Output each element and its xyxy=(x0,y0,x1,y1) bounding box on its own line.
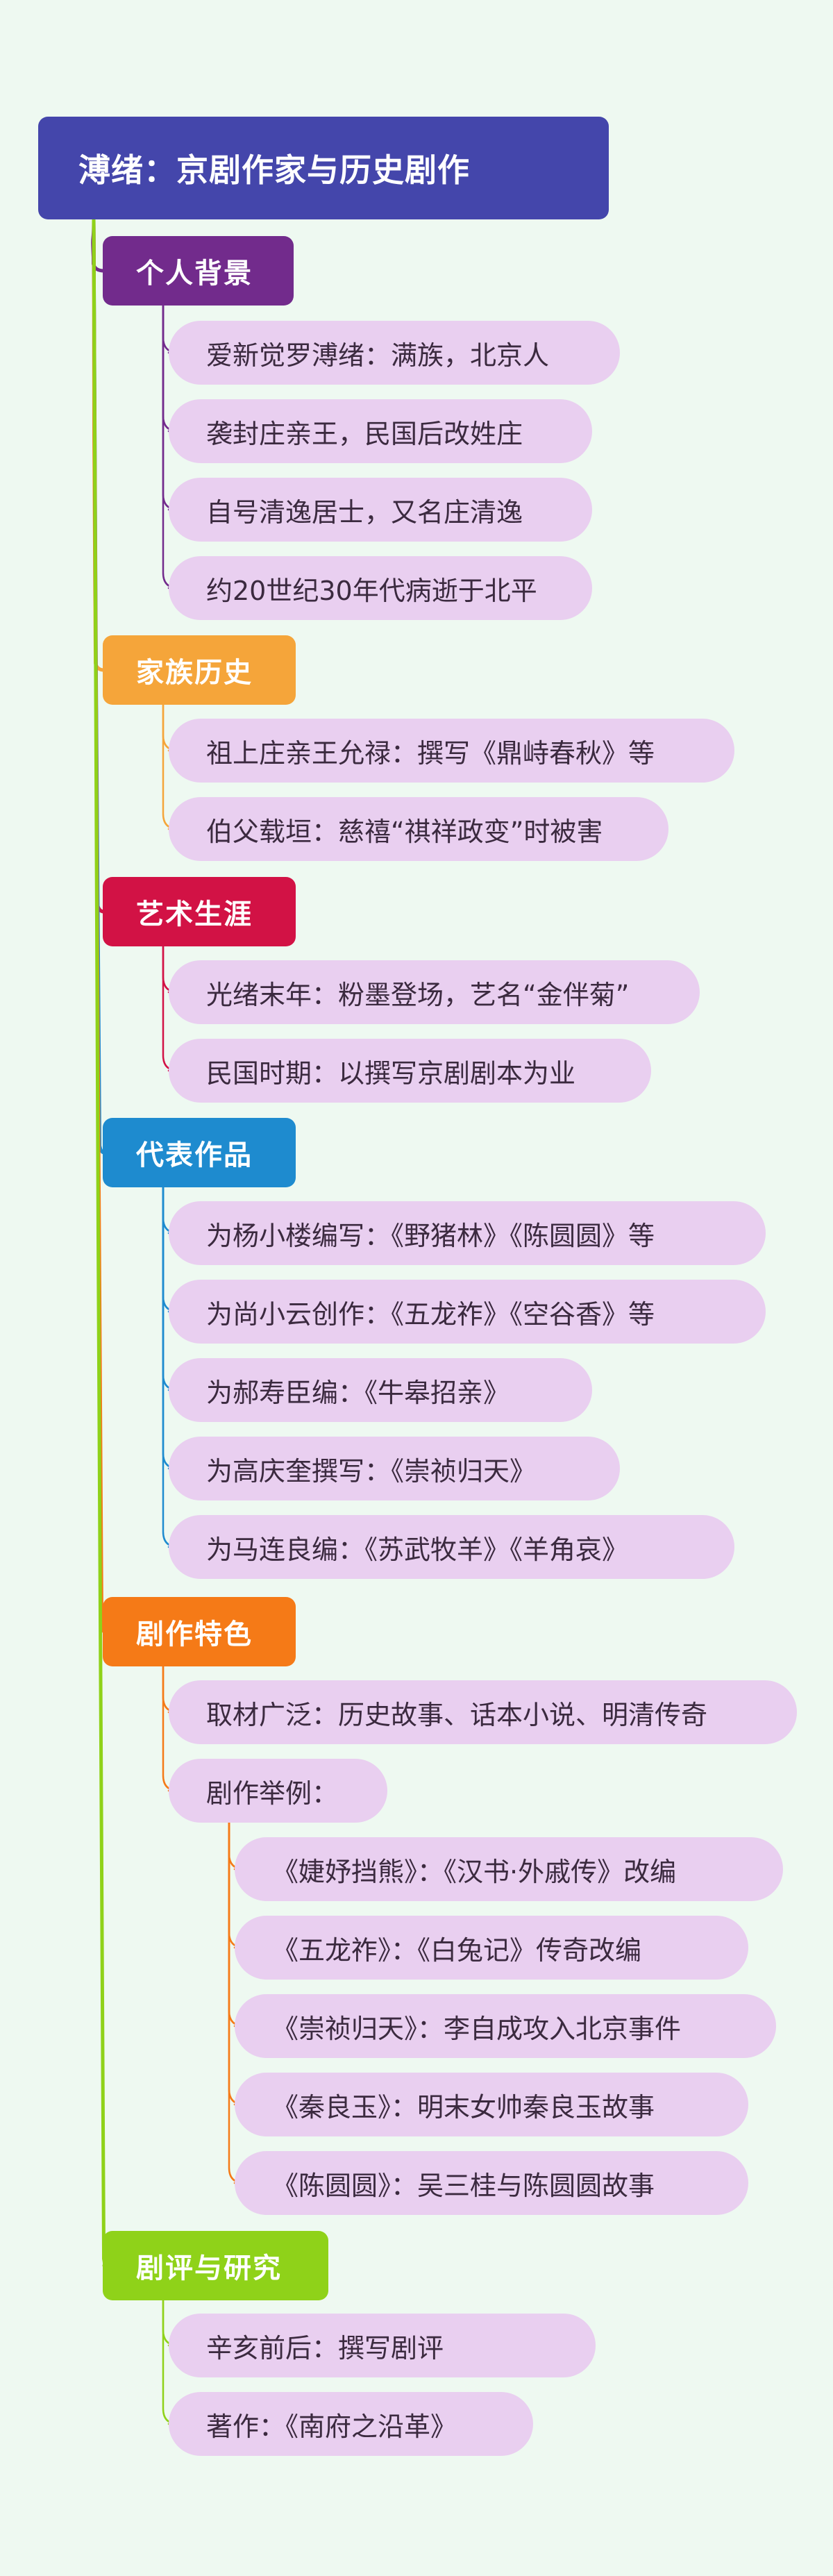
leaf-node[interactable]: 取材广泛：历史故事、话本小说、明清传奇 xyxy=(169,1680,797,1744)
category-label: 代表作品 xyxy=(136,1139,253,1171)
leaf-node-label: 为尚小云创作：《五龙祚》《空谷香》等 xyxy=(206,1298,655,1330)
trunk-connector-6 xyxy=(92,217,107,2268)
sub-leaf-node[interactable]: 《五龙祚》：《白兔记》传奇改编 xyxy=(235,1916,748,1980)
sub-leaf-node[interactable]: 《秦良玉》：明末女帅秦良玉故事 xyxy=(235,2073,748,2136)
category-label: 个人背景 xyxy=(136,258,253,290)
sub-leaf-node[interactable]: 《崇祯归天》：李自成攻入北京事件 xyxy=(235,1994,776,2058)
category-label: 艺术生涯 xyxy=(136,898,253,930)
leaf-node[interactable]: 为尚小云创作：《五龙祚》《空谷香》等 xyxy=(169,1280,766,1344)
leaf-node-label: 自号清逸居士，又名庄清逸 xyxy=(206,496,523,528)
leaf-node[interactable]: 为高庆奎撰写：《崇祯归天》 xyxy=(169,1437,620,1500)
leaf-node-label: 伯父载垣：慈禧“祺祥政变”时被害 xyxy=(206,816,603,847)
leaf-node[interactable]: 剧作举例： xyxy=(169,1759,387,1823)
leaf-node[interactable]: 光绪末年：粉墨登场，艺名“金伴菊” xyxy=(169,960,700,1024)
leaf-node[interactable]: 袭封庄亲王，民国后改姓庄 xyxy=(169,399,592,463)
leaf-node-label: 辛亥前后：撰写剧评 xyxy=(206,2332,444,2364)
category-node-2[interactable]: 家族历史 xyxy=(103,635,296,705)
leaf-node[interactable]: 约20世纪30年代病逝于北平 xyxy=(169,556,592,620)
leaf-node-label: 为高庆奎撰写：《崇祯归天》 xyxy=(206,1455,537,1487)
leaf-node[interactable]: 著作：《南府之沿革》 xyxy=(169,2392,533,2456)
leaf-node-label: 取材广泛：历史故事、话本小说、明清传奇 xyxy=(206,1699,708,1730)
leaf-node-label: 为杨小楼编写：《野猪林》《陈圆圆》等 xyxy=(206,1220,655,1251)
leaf-node[interactable]: 爱新觉罗溥绪：满族，北京人 xyxy=(169,321,620,385)
leaf-node[interactable]: 伯父载垣：慈禧“祺祥政变”时被害 xyxy=(169,797,668,861)
category-node-5[interactable]: 剧作特色 xyxy=(103,1597,296,1666)
leaf-node[interactable]: 辛亥前后：撰写剧评 xyxy=(169,2314,596,2377)
category-node-4[interactable]: 代表作品 xyxy=(103,1118,296,1187)
leaf-node[interactable]: 为杨小楼编写：《野猪林》《陈圆圆》等 xyxy=(169,1201,766,1265)
leaf-node[interactable]: 为郝寿臣编：《牛皋招亲》 xyxy=(169,1358,592,1422)
root-topic[interactable]: 溥绪：京剧作家与历史剧作 xyxy=(38,117,609,219)
leaf-node[interactable]: 祖上庄亲王允禄：撰写《鼎峙春秋》等 xyxy=(169,719,734,783)
sub-leaf-node-label: 《婕妤挡熊》：《汉书·外戚传》改编 xyxy=(272,1856,677,1887)
sub-leaf-node-label: 《秦良玉》：明末女帅秦良玉故事 xyxy=(272,2091,655,2123)
leaf-node[interactable]: 为马连良编：《苏武牧羊》《羊角哀》 xyxy=(169,1515,734,1579)
sub-leaf-node[interactable]: 《婕妤挡熊》：《汉书·外戚传》改编 xyxy=(235,1837,783,1901)
root-topic-label: 溥绪：京剧作家与历史剧作 xyxy=(78,151,470,189)
leaf-node-label: 为马连良编：《苏武牧羊》《羊角哀》 xyxy=(206,1534,629,1565)
category-node-6[interactable]: 剧评与研究 xyxy=(103,2231,328,2300)
leaf-node-label: 光绪末年：粉墨登场，艺名“金伴菊” xyxy=(206,979,630,1010)
category-label: 家族历史 xyxy=(136,657,253,689)
leaf-node-label: 为郝寿臣编：《牛皋招亲》 xyxy=(206,1377,510,1408)
leaf-node-label: 袭封庄亲王，民国后改姓庄 xyxy=(206,418,523,449)
category-node-1[interactable]: 个人背景 xyxy=(103,236,294,306)
leaf-node-label: 约20世纪30年代病逝于北平 xyxy=(206,575,537,606)
sub-leaf-node-label: 《陈圆圆》：吴三桂与陈圆圆故事 xyxy=(272,2170,655,2201)
leaf-node[interactable]: 民国时期：以撰写京剧剧本为业 xyxy=(169,1039,651,1103)
leaf-node[interactable]: 自号清逸居士，又名庄清逸 xyxy=(169,478,592,542)
sub-leaf-node-label: 《五龙祚》：《白兔记》传奇改编 xyxy=(272,1934,642,1966)
sub-leaf-node[interactable]: 《陈圆圆》：吴三桂与陈圆圆故事 xyxy=(235,2151,748,2215)
category-node-3[interactable]: 艺术生涯 xyxy=(103,877,296,946)
leaf-node-label: 著作：《南府之沿革》 xyxy=(206,2411,457,2442)
category-label: 剧评与研究 xyxy=(136,2252,282,2284)
leaf-node-label: 爱新觉罗溥绪：满族，北京人 xyxy=(206,340,550,371)
leaf-node-label: 民国时期：以撰写京剧剧本为业 xyxy=(206,1057,576,1089)
leaf-node-label: 剧作举例： xyxy=(206,1778,339,1809)
sub-leaf-node-label: 《崇祯归天》：李自成攻入北京事件 xyxy=(272,2013,682,2044)
category-label: 剧作特色 xyxy=(136,1619,253,1650)
leaf-node-label: 祖上庄亲王允禄：撰写《鼎峙春秋》等 xyxy=(206,737,655,769)
